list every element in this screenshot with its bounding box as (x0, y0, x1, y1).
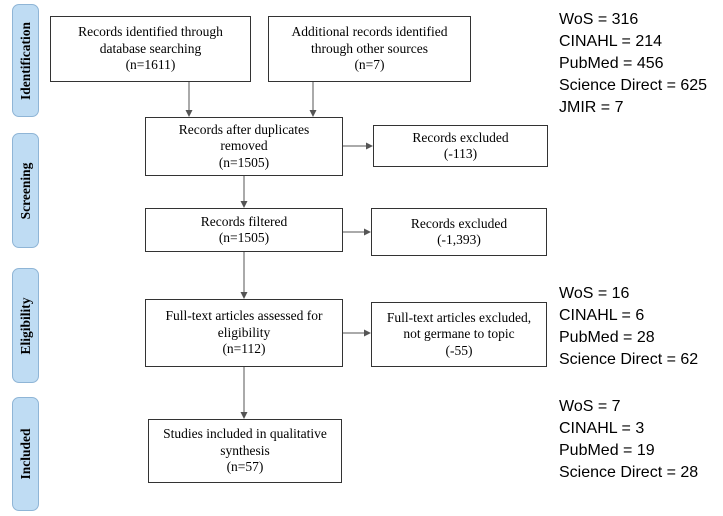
box-studies-included-line-1: Studies included in qualitative (163, 426, 327, 442)
box-records-filtered-line-2: (n=1505) (218, 230, 270, 245)
box-fulltext-excluded-line-1: Full-text articles excluded, (386, 309, 532, 325)
box-database-search-line-3: (n=1611) (125, 57, 176, 73)
box-other-sources-line-2: through other sources (311, 40, 428, 56)
phase-included: Included (12, 397, 39, 511)
box-other-sources-line-3: (n=7) (354, 57, 385, 73)
box-database-search: Records identified through database sear… (50, 16, 251, 82)
box-fulltext-assessed: Full-text articles assessed for eligibil… (145, 299, 343, 367)
stat-science-direct: Science Direct = 28 (559, 464, 699, 481)
stat-science-direct: Science Direct = 625 (559, 77, 708, 94)
box-studies-included-line-3: (n=57) (226, 459, 264, 475)
stat-cinahl: CINAHL = 6 (559, 307, 645, 324)
stat-science-direct: Science Direct = 62 (559, 351, 699, 368)
box-studies-included-line-2: synthesis (220, 442, 270, 458)
stat-wos: WoS = 16 (559, 285, 630, 302)
box-after-duplicates-line-2: removed (220, 138, 268, 154)
box-excluded-filtered-line-1: Records excluded (410, 215, 508, 231)
box-records-filtered-line-1: Records filtered (200, 213, 288, 229)
stat-wos: WoS = 7 (559, 398, 621, 415)
box-excluded-duplicates-line-2: (-113) (443, 146, 478, 161)
stat-cinahl: CINAHL = 3 (559, 420, 645, 437)
box-excluded-filtered: Records excluded (-1,393) (371, 208, 547, 256)
box-fulltext-assessed-line-2: eligibility (217, 324, 271, 340)
box-fulltext-excluded-line-3: (-55) (445, 342, 473, 358)
stats-identification: WoS = 316 CINAHL = 214 PubMed = 456 Scie… (559, 9, 707, 119)
stat-pubmed: PubMed = 28 (559, 329, 655, 346)
box-records-filtered: Records filtered (n=1505) (145, 208, 343, 252)
box-database-search-line-1: Records identified through (78, 24, 223, 40)
box-excluded-filtered-line-2: (-1,393) (437, 232, 481, 247)
box-fulltext-assessed-line-3: (n=112) (222, 341, 266, 357)
phase-eligibility: Eligibility (12, 268, 39, 383)
stat-pubmed: PubMed = 456 (559, 55, 664, 72)
box-other-sources: Additional records identified through ot… (268, 16, 471, 82)
box-after-duplicates-line-1: Records after duplicates (178, 121, 310, 137)
stats-included: WoS = 7 CINAHL = 3 PubMed = 19 Science D… (559, 396, 698, 484)
box-fulltext-assessed-line-1: Full-text articles assessed for (165, 308, 323, 324)
box-excluded-duplicates: Records excluded (-113) (373, 125, 548, 167)
box-after-duplicates-line-3: (n=1505) (218, 154, 270, 170)
stat-cinahl: CINAHL = 214 (559, 33, 663, 50)
stat-pubmed: PubMed = 19 (559, 442, 655, 459)
box-after-duplicates: Records after duplicates removed (n=1505… (145, 117, 343, 176)
box-fulltext-excluded: Full-text articles excluded, not germane… (371, 302, 547, 367)
box-studies-included: Studies included in qualitative synthesi… (148, 419, 342, 483)
stats-eligibility: WoS = 16 CINAHL = 6 PubMed = 28 Science … (559, 283, 698, 371)
box-database-search-line-2: database searching (99, 40, 202, 56)
phase-identification: Identification (12, 4, 39, 117)
box-fulltext-excluded-line-2: not germane to topic (403, 326, 515, 342)
box-other-sources-line-1: Additional records identified (291, 24, 448, 40)
box-excluded-duplicates-line-1: Records excluded (412, 129, 509, 145)
stat-wos: WoS = 316 (559, 11, 639, 28)
phase-screening: Screening (12, 133, 39, 248)
stat-jmir: JMIR = 7 (559, 99, 624, 116)
